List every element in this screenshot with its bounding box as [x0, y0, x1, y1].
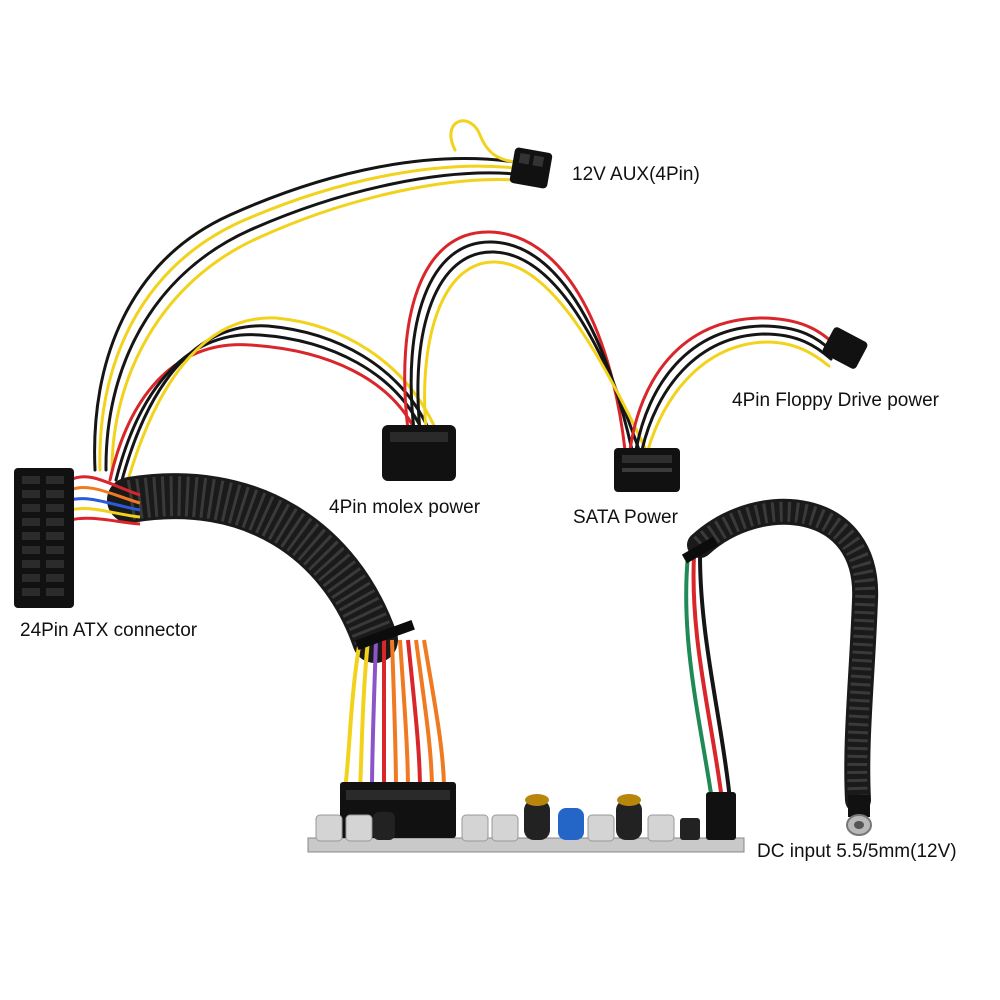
atx-24pin-connector-icon: [14, 468, 74, 608]
floppy-connector-icon: [822, 327, 868, 369]
atx-sleeve: [107, 473, 398, 663]
dc-jack-icon: [846, 795, 872, 836]
pcb-board-icon: [307, 782, 745, 853]
label-aux12v: 12V AUX(4Pin): [572, 164, 700, 185]
floppy-wires: [628, 316, 837, 452]
atx-fan-wires: [69, 475, 141, 526]
sata-connector-icon: [614, 448, 680, 492]
dc-input-cable: [684, 498, 879, 813]
aux-4pin-connector-icon: [509, 147, 553, 189]
aux12v-wires: [93, 119, 517, 472]
label-sata: SATA Power: [573, 507, 678, 528]
molex-sata-wires: [403, 230, 648, 452]
cable-tie: [681, 536, 719, 564]
molex-wires: [108, 316, 438, 482]
label-atx24: 24Pin ATX connector: [20, 620, 198, 641]
label-dc-input: DC input 5.5/5mm(12V): [757, 841, 957, 862]
label-molex: 4Pin molex power: [329, 497, 481, 518]
cable-tie: [355, 620, 415, 650]
molex-connector-icon: [382, 425, 456, 481]
label-floppy: 4Pin Floppy Drive power: [732, 390, 939, 411]
atx-drop-wires: [343, 639, 446, 791]
